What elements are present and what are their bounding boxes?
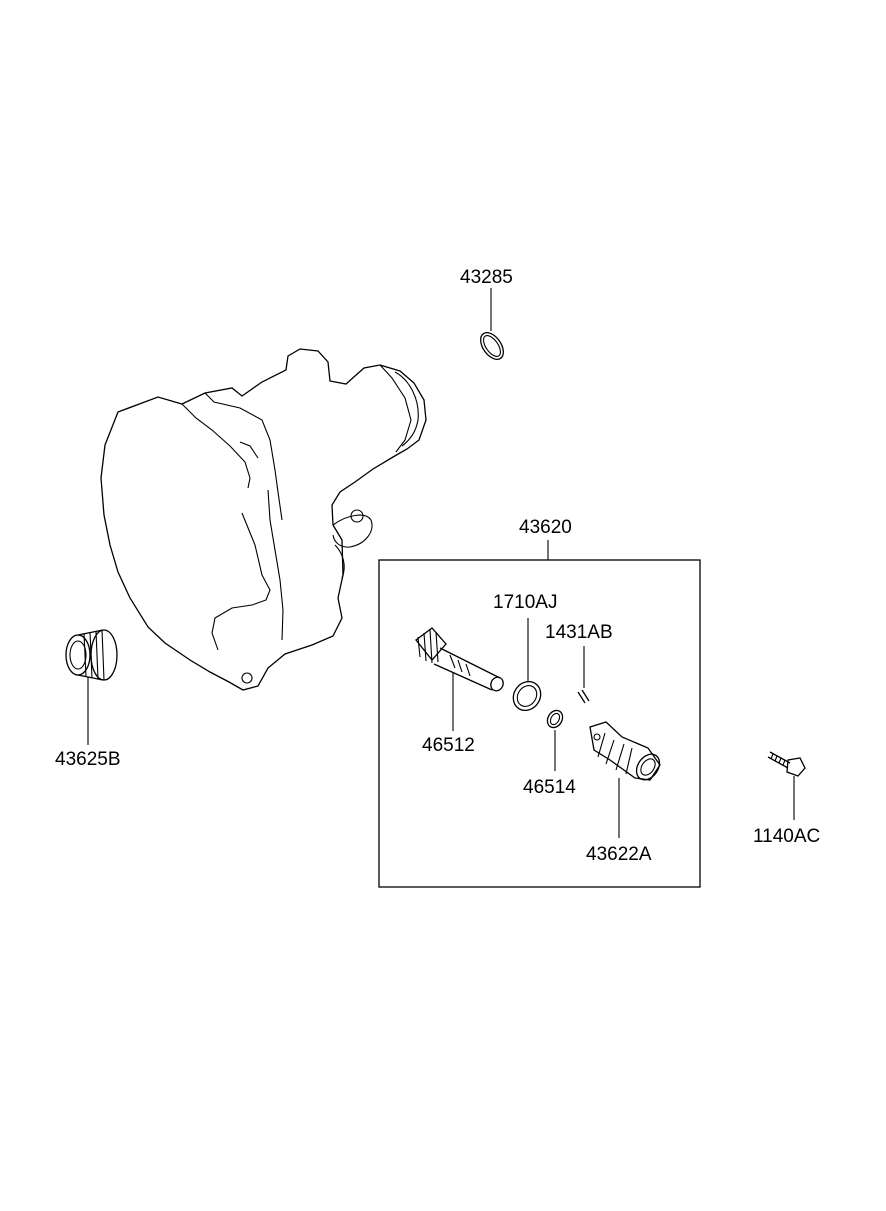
label-1431AB: 1431AB: [545, 622, 613, 643]
label-43622A: 43622A: [586, 844, 652, 865]
label-43285: 43285: [460, 267, 513, 288]
label-1140AC: 1140AC: [753, 826, 820, 847]
label-46512: 46512: [422, 735, 475, 756]
bolt-1140AC: [767, 751, 806, 820]
o-ring-46514: [546, 709, 564, 771]
kit-43620-box: [378, 540, 701, 888]
transmission-case-drawing: [100, 348, 427, 691]
label-43620: 43620: [519, 517, 572, 538]
label-1710AJ: 1710AJ: [493, 592, 557, 613]
pin-1431AB: [577, 646, 590, 704]
driven-gear-shaft-46512: [415, 627, 504, 731]
plug-43625B: [65, 629, 118, 745]
o-ring-1710AJ: [512, 618, 542, 712]
sleeve-43622A: [589, 721, 661, 838]
label-43625B: 43625B: [55, 749, 121, 770]
snap-ring-43285: [480, 288, 504, 360]
label-46514: 46514: [523, 777, 576, 798]
